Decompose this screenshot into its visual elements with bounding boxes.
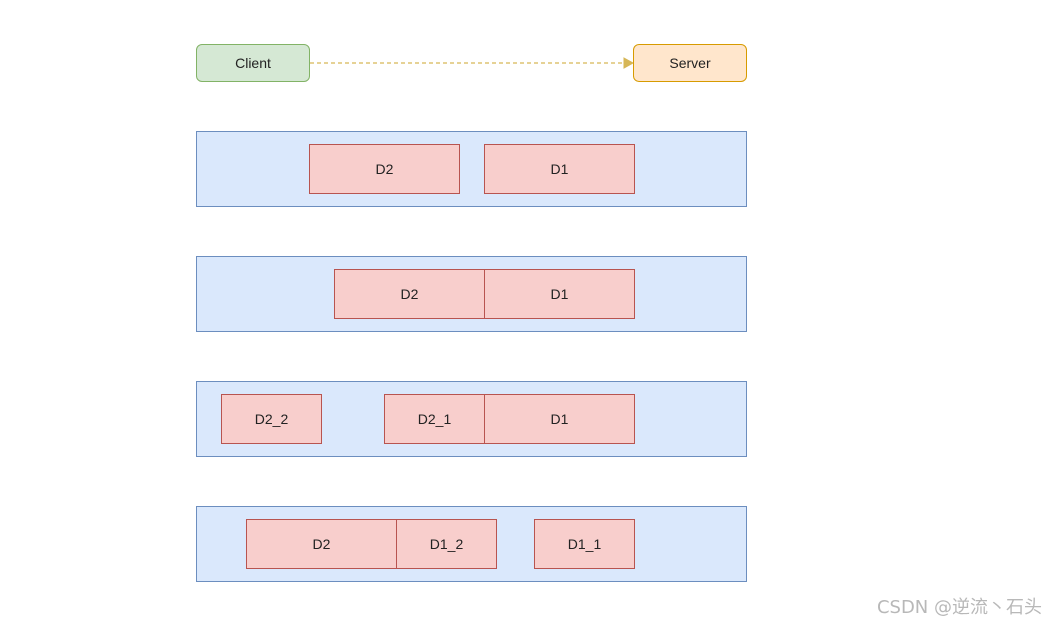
packet-d2-1: D2_1 xyxy=(384,394,485,444)
packet-d1-2: D1_2 xyxy=(396,519,497,569)
server-node: Server xyxy=(633,44,747,82)
packet-d1: D1 xyxy=(484,144,635,194)
lane-2: D2 D1 xyxy=(196,256,747,332)
watermark: CSDN @逆流丶石头 xyxy=(876,597,1042,618)
packet-d2: D2 xyxy=(246,519,397,569)
packet-d2: D2 xyxy=(334,269,485,319)
lane-3: D2_2 D2_1 D1 xyxy=(196,381,747,457)
packet-d1-1: D1_1 xyxy=(534,519,635,569)
packet-d1: D1 xyxy=(484,394,635,444)
packet-d2-2: D2_2 xyxy=(221,394,322,444)
packet-d1: D1 xyxy=(484,269,635,319)
packet-d2: D2 xyxy=(309,144,460,194)
client-label: Client xyxy=(235,55,271,71)
client-node: Client xyxy=(196,44,310,82)
lane-1: D2 D1 xyxy=(196,131,747,207)
lane-4: D2 D1_2 D1_1 xyxy=(196,506,747,582)
server-label: Server xyxy=(669,55,711,71)
